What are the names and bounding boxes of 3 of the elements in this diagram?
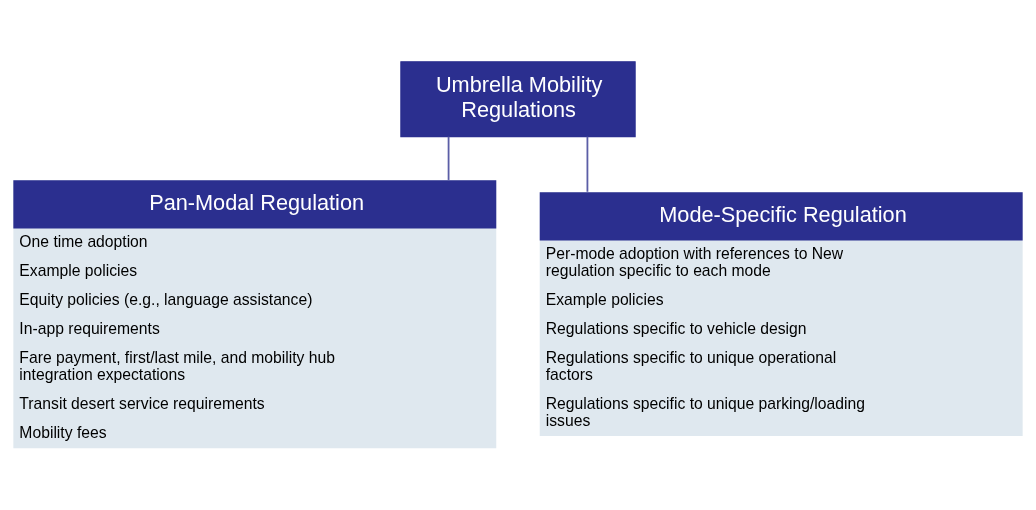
node-box: Umbrella Mobility Regulations bbox=[400, 61, 636, 138]
connector bbox=[586, 135, 589, 193]
connector bbox=[447, 135, 450, 181]
